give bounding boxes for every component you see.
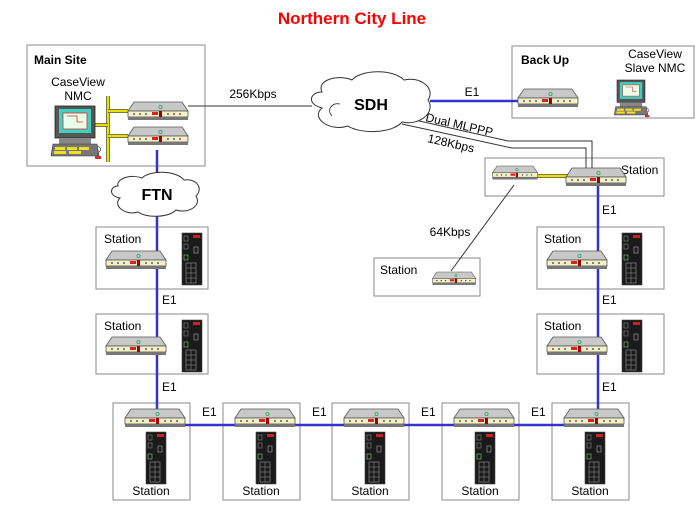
bottom-station-3-switch-icon: [364, 431, 386, 485]
bottom-station-2-modem-icon: [234, 408, 296, 428]
svg-text:Station: Station: [104, 319, 141, 333]
main-nmc-label-1: CaseView: [51, 75, 105, 89]
svg-text:Station: Station: [380, 263, 417, 277]
main-site-modem-2-icon: [127, 126, 189, 146]
link-bottom-e1-label-1: E1: [202, 405, 217, 419]
left-station-1-modem-icon: [105, 250, 167, 270]
backup-nmc-label-1: CaseView: [628, 47, 682, 61]
link-main-sdh-label: 256Kbps: [229, 87, 276, 101]
svg-text:Station: Station: [621, 163, 658, 177]
svg-text:Station: Station: [242, 484, 279, 498]
link-bottom-e1-label-2: E1: [312, 405, 327, 419]
svg-text:Station: Station: [132, 484, 169, 498]
right-station-1-modem-icon: [546, 250, 608, 270]
station-box-branch: Station: [373, 257, 481, 297]
ftn-label: FTN: [141, 187, 172, 204]
station-box-top-right: Station: [484, 157, 665, 197]
bottom-station-1-modem-icon: [124, 408, 186, 428]
bottom-station-4-modem-icon: [453, 408, 515, 428]
left-station-2-modem-icon: [105, 336, 167, 356]
sdh-label: SDH: [354, 97, 388, 114]
diagram-title: Northern City Line: [278, 9, 426, 28]
bottom-station-3-modem-icon: [343, 408, 405, 428]
svg-text:Station: Station: [571, 484, 608, 498]
left-station-1-switch-icon: [181, 232, 203, 286]
link-left-e1-label-2: E1: [162, 380, 177, 394]
link-mlppp-2: [401, 123, 587, 172]
main-nmc-computer-icon: [50, 105, 102, 160]
main-site-label: Main Site: [34, 53, 87, 67]
link-mlppp-1: [405, 117, 593, 172]
bottom-station-1-switch-icon: [145, 431, 167, 485]
link-right-e1-label-2: E1: [602, 293, 617, 307]
top-station-modem-2-icon: [565, 167, 627, 187]
svg-text:Station: Station: [544, 232, 581, 246]
svg-text:Station: Station: [351, 484, 388, 498]
sdh-cloud: SDH: [311, 71, 431, 132]
left-station-2-switch-icon: [181, 319, 203, 373]
link-sdh-backup-label: E1: [465, 85, 480, 99]
link-left-e1-label-1: E1: [162, 293, 177, 307]
top-station-modem-1-icon: [492, 165, 538, 180]
backup-nmc-label-2: Slave NMC: [625, 61, 686, 75]
backup-site-box: Back Up CaseView Slave NMC: [511, 45, 695, 119]
bottom-station-2-switch-icon: [255, 431, 277, 485]
backup-nmc-computer-icon: [613, 79, 650, 118]
svg-text:Station: Station: [461, 484, 498, 498]
link-64kbps-label: 64Kbps: [430, 225, 471, 239]
right-station-1-switch-icon: [621, 232, 643, 286]
main-site-lan-bus: [94, 96, 128, 162]
svg-text:Station: Station: [104, 232, 141, 246]
branch-station-modem-icon: [432, 271, 477, 286]
link-right-e1-label-1: E1: [602, 203, 617, 217]
link-64kbps: [450, 184, 515, 272]
backup-site-label: Back Up: [521, 53, 569, 67]
svg-text:Station: Station: [544, 319, 581, 333]
bottom-station-5-modem-icon: [563, 408, 625, 428]
right-station-2-modem-icon: [546, 336, 608, 356]
main-nmc-label-2: NMC: [64, 89, 92, 103]
main-site-modem-1-icon: [127, 101, 189, 121]
link-right-e1-label-3: E1: [602, 380, 617, 394]
bottom-station-4-switch-icon: [474, 431, 496, 485]
link-bottom-e1-label-4: E1: [531, 405, 546, 419]
right-station-2-switch-icon: [621, 319, 643, 373]
bottom-station-5-switch-icon: [584, 431, 606, 485]
link-bottom-e1-label-3: E1: [421, 405, 436, 419]
ftn-cloud: FTN: [111, 171, 200, 217]
backup-modem-icon: [517, 88, 579, 108]
